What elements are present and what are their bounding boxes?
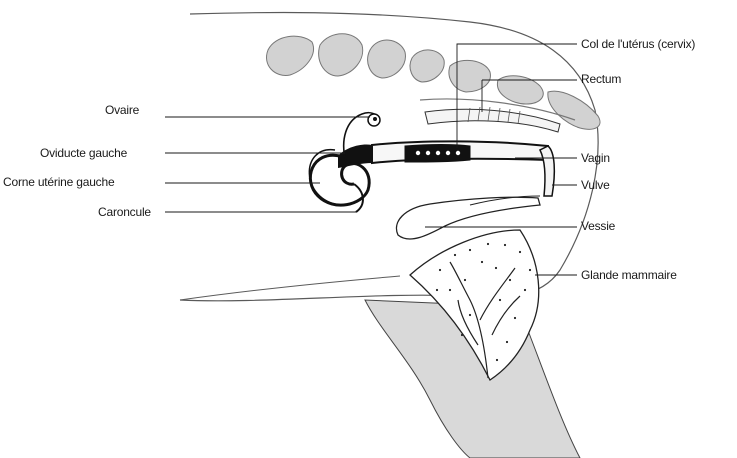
vulva bbox=[540, 146, 554, 196]
label-caroncule: Caroncule bbox=[98, 205, 151, 219]
label-col-uterus: Col de l'utérus (cervix) bbox=[581, 37, 695, 51]
label-ovaire: Ovaire bbox=[105, 103, 139, 117]
label-corne-uterine-gauche: Corne utérine gauche bbox=[3, 175, 114, 189]
label-vessie: Vessie bbox=[581, 219, 615, 233]
label-rectum: Rectum bbox=[581, 72, 621, 86]
ovary-follicle bbox=[373, 117, 377, 121]
label-glande-mammaire: Glande mammaire bbox=[581, 268, 677, 282]
label-oviducte-gauche: Oviducte gauche bbox=[40, 146, 127, 160]
rectum bbox=[425, 109, 560, 132]
label-vulve: Vulve bbox=[581, 178, 610, 192]
label-vagin: Vagin bbox=[581, 151, 610, 165]
